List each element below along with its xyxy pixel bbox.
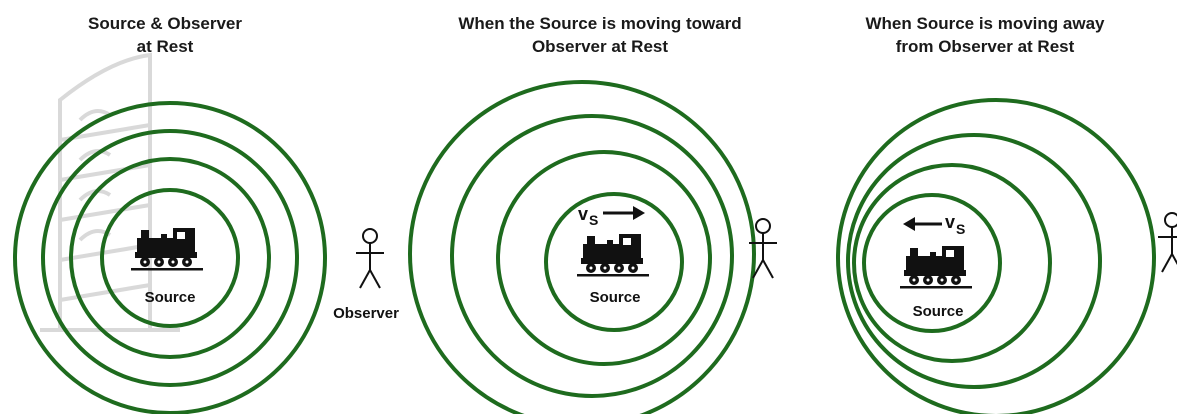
panel-3-velocity-subscript: S <box>956 221 965 237</box>
panel-2-velocity: v S <box>578 204 645 228</box>
right-arrow-head-icon <box>633 206 645 220</box>
left-arrow-head-icon <box>903 217 915 231</box>
panel-1-observer-label: Observer <box>333 305 399 322</box>
panel-1-source-label: Source <box>145 289 196 306</box>
panel-2-velocity-subscript: S <box>589 212 598 228</box>
wavefront-ring <box>838 100 1154 414</box>
panel-1-train-icon <box>131 228 203 271</box>
panel-2-train-icon <box>577 234 649 277</box>
wavefront-ring <box>848 135 1100 387</box>
panel-2-wavefronts <box>410 82 754 414</box>
panel-3-source-label: Source <box>913 303 964 320</box>
panel-2-velocity-symbol: v <box>578 204 588 224</box>
panel-3-observer-icon <box>1158 213 1177 272</box>
panel-1-observer-icon <box>356 229 384 288</box>
panel-3-velocity: v S <box>903 212 965 237</box>
wavefront-ring <box>410 82 754 414</box>
panel-3-wavefronts <box>838 100 1154 414</box>
panel-3-velocity-symbol: v <box>945 212 955 232</box>
panel-2-source-label: Source <box>590 289 641 306</box>
panel-3-train-icon <box>900 246 972 289</box>
